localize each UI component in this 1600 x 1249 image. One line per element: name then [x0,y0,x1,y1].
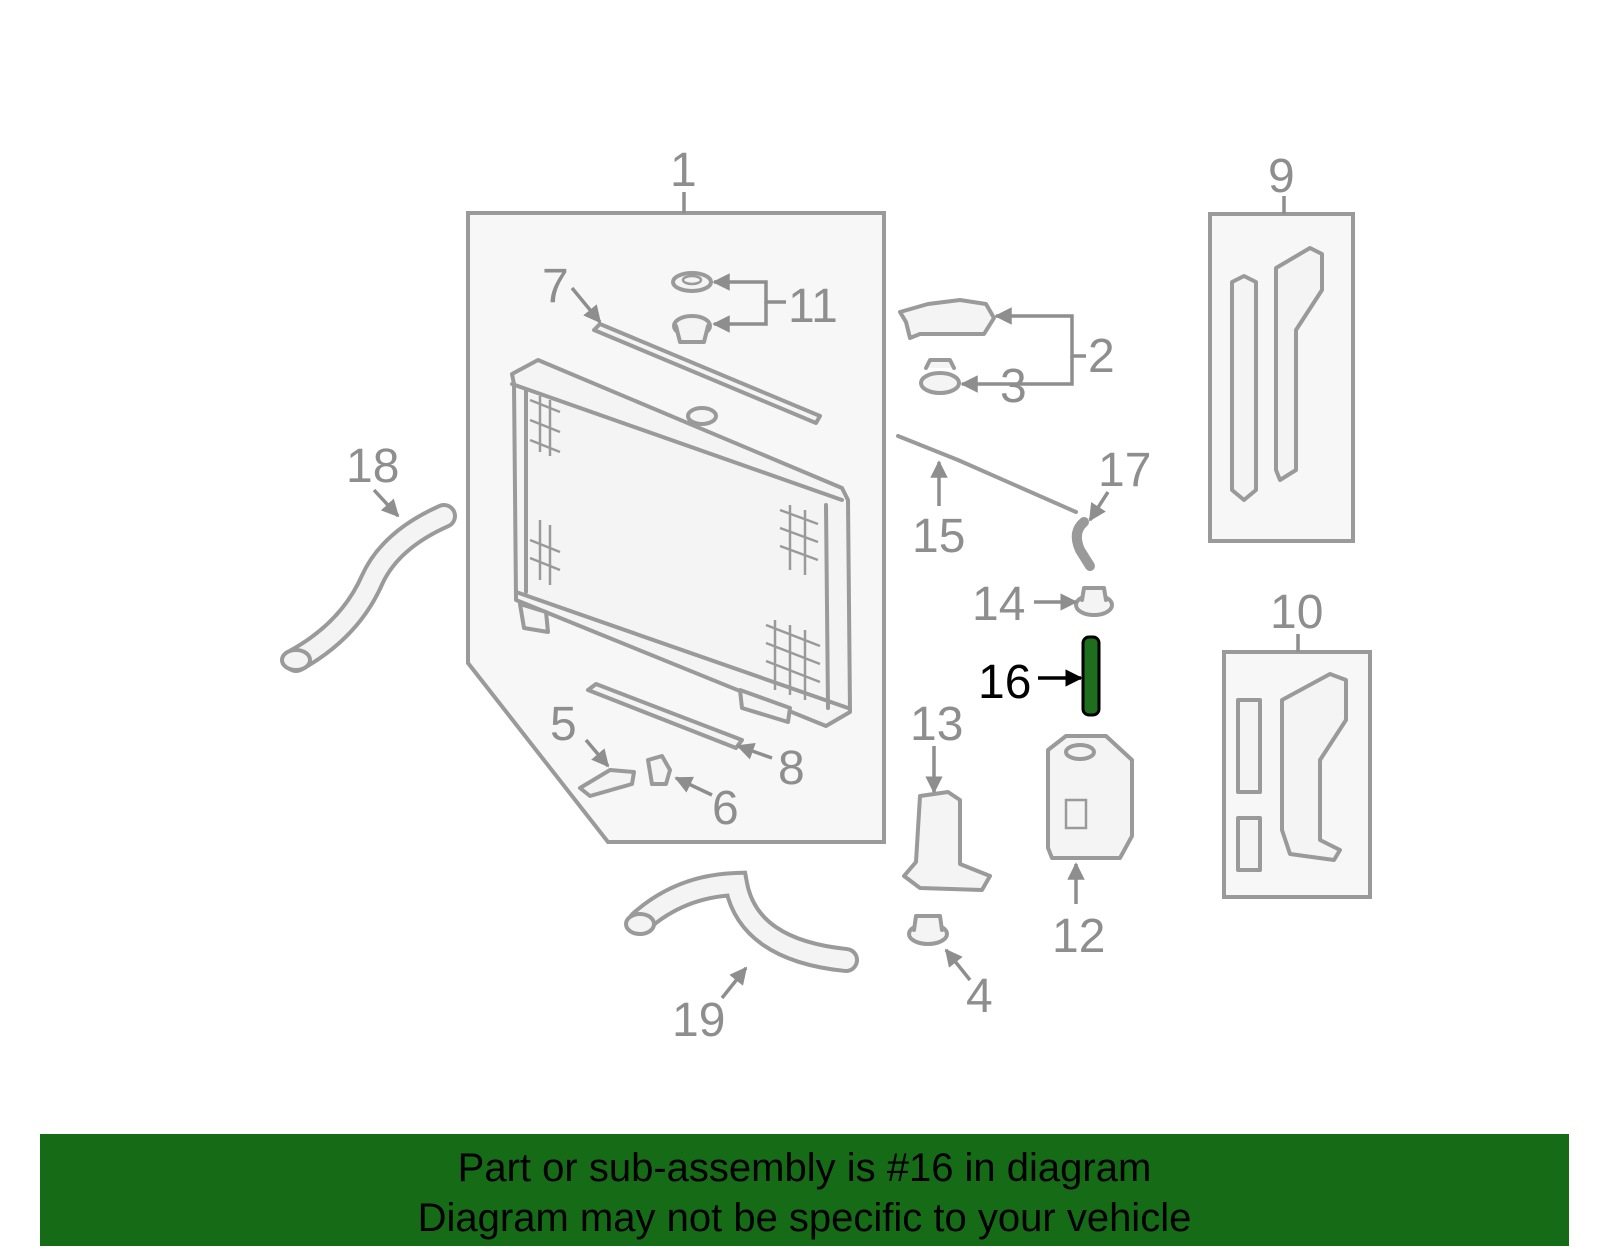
callout-1: 1 [670,144,697,197]
part-1-radiator [510,358,852,728]
part-3-grommet [919,358,961,395]
part-9-shroud [1230,246,1324,502]
part-5-cushion [578,768,636,798]
part-14-grommet [1074,586,1114,617]
callout-5: 5 [550,698,577,751]
callout-3: 3 [1000,360,1027,413]
part-12-reservoir [1046,734,1134,860]
part-10-shroud [1236,672,1348,872]
part-6-clip [646,754,672,786]
part-18-upper-hose [280,503,457,673]
part-7-upper-strip [592,322,822,425]
callout-2: 2 [1088,330,1115,383]
info-banner: Part or sub-assembly is #16 in diagram D… [40,1134,1569,1246]
callout-18: 18 [346,440,399,493]
callout-10: 10 [1270,586,1323,639]
callout-6: 6 [712,782,739,835]
callout-14: 14 [972,578,1025,631]
callout-16: 16 [978,656,1031,709]
callout-9: 9 [1268,150,1295,203]
callout-12: 12 [1052,910,1105,963]
leader-lines [372,192,1300,1000]
part-19-lower-hose [624,870,859,973]
part-15-tube [896,434,1078,514]
callout-7: 7 [542,260,569,313]
part-16-hose [1081,635,1101,717]
callout-13: 13 [910,698,963,751]
callout-19: 19 [672,994,725,1047]
part-8-lower-strip [586,682,744,750]
banner-line-1: Part or sub-assembly is #16 in diagram [457,1146,1152,1190]
callout-11: 11 [788,280,838,333]
part-11-seal [671,271,713,344]
part-4-grommet [907,914,949,946]
banner-line-2: Diagram may not be specific to your vehi… [417,1196,1192,1240]
callout-15: 15 [912,510,965,563]
part-2-bracket [898,298,996,340]
part-13-bracket [902,790,992,892]
part-17-hose [1071,517,1095,571]
callout-8: 8 [778,742,805,795]
callout-4: 4 [966,970,993,1023]
callout-17: 17 [1098,444,1151,497]
